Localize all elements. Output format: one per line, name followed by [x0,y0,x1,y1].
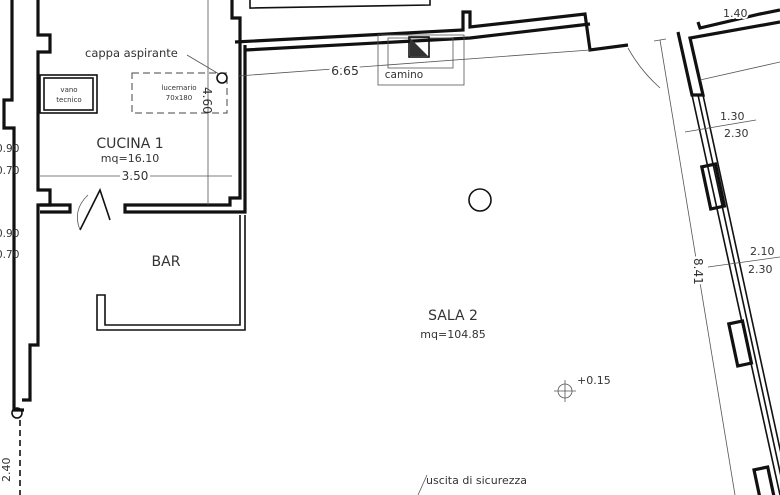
fireplace-label: camino [385,69,423,81]
hood-icon [216,72,228,84]
kitchen-depth-dim: 4.60 [200,87,214,114]
skylight-label: lucernario [161,84,196,92]
hall-top-dim: 6.65 [331,63,359,78]
kitchen-walls [39,0,247,231]
window-dim: 0.70 [0,249,19,261]
kitchen-width-dim: 3.50 [122,169,149,183]
level-mark-label: +0.15 [577,374,611,387]
top-right-dim: 1.40 [723,7,748,20]
left-outer-wall [2,0,52,495]
tech-label-2: tecnico [56,96,81,104]
bar-counter [96,215,246,331]
window-dim: 2.30 [724,127,749,140]
kitchen-name: CUCINA 1 [96,136,163,152]
fireplace [377,34,465,86]
hall-area: mq=104.85 [420,328,485,341]
window-dim: 2.10 [750,245,775,258]
column-icon [468,188,492,212]
emergency-exit-label: uscita di sicurezza [426,474,527,487]
level-mark-icon [554,380,576,402]
window [726,319,754,368]
door-arc [627,47,661,89]
bottom-left-dim: 2.40 [0,458,13,483]
top-wall [234,0,661,89]
window [752,465,778,495]
window-dim: 0.90 [0,143,19,155]
column-icon [11,407,23,419]
window-dim: 2.30 [748,263,773,276]
window-dim: 0.70 [0,165,19,177]
hall-name: SALA 2 [428,308,478,324]
bar-name: BAR [152,254,181,270]
technical-room [39,74,98,114]
window-dim: 1.30 [720,110,745,123]
right-wall [653,8,780,495]
kitchen-area: mq=16.10 [101,152,159,165]
door-icon [79,187,111,231]
skylight-size: 70x180 [166,94,192,102]
window-dim: 0.90 [0,228,19,240]
skylight [131,72,228,114]
window [699,162,727,211]
hood-label: cappa aspirante [85,46,178,60]
hall-right-dim: 8.41 [691,258,705,285]
tech-label: vano [60,86,77,94]
